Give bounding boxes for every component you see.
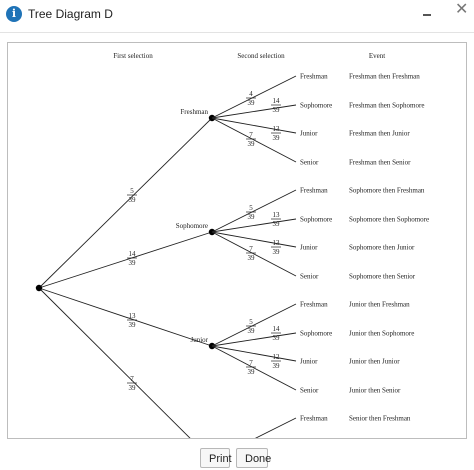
second-branch-line [211,345,297,391]
root-node-dot [35,284,43,292]
second-branch-line [211,231,297,248]
second-node-label: Sophomore [300,102,332,110]
first-branch-probability-denominator: 39 [129,384,137,392]
second-node-label: Junior [300,244,318,252]
second-node-label: Junior [300,358,318,366]
first-branch-probability-numerator: 13 [129,312,137,320]
info-icon: i [6,6,22,22]
second-branch-line [211,104,297,119]
event-label: Junior then Sophomore [349,330,414,338]
second-node-label: Freshman [300,301,328,309]
title-bar: i Tree Diagram D ✕ [0,0,474,33]
second-branch-probability-denominator: 39 [273,220,281,228]
first-branch-probability-numerator: 14 [129,250,137,258]
second-node-label: Senior [300,159,319,167]
second-branch-probability-denominator: 39 [273,334,281,342]
second-branch-probability-numerator: 7 [249,245,253,253]
header-first-selection: First selection [113,52,153,60]
second-node-label: Senior [300,273,319,281]
second-branch-probability-denominator: 39 [248,327,256,335]
tree-diagram: First selection Second selection Event 5… [35,52,429,438]
first-branch-probability-denominator: 39 [129,259,137,267]
event-label: Senior then Freshman [349,415,411,423]
event-label: Freshman then Sophomore [349,102,424,110]
second-branch-probability-numerator: 7 [249,359,253,367]
first-branch-probability-numerator: 7 [130,375,134,383]
event-label: Junior then Senior [349,387,401,395]
second-branch-probability-denominator: 39 [248,213,256,221]
event-label: Sophomore then Senior [349,273,416,281]
first-node-label: Junior [191,336,209,344]
second-branch-line [211,189,297,233]
second-node-label: Freshman [300,415,328,423]
second-branch-probability-numerator: 13 [273,239,281,247]
minimize-icon[interactable] [422,7,434,21]
first-branch-probability-denominator: 39 [129,196,137,204]
second-branch-line [211,117,297,163]
first-branch-line [38,287,213,347]
first-node-label: Sophomore [176,222,208,230]
second-branch-line [211,345,297,362]
first-branch-line [38,117,213,289]
event-label: Junior then Freshman [349,301,410,309]
second-branch-probability-denominator: 39 [273,248,281,256]
first-branch-line [38,231,213,289]
second-branch-probability-numerator: 13 [273,125,281,133]
second-branch-line [211,218,297,233]
second-branch-probability-numerator: 14 [273,325,281,333]
header-second-selection: Second selection [237,52,285,60]
first-node-label: Freshman [180,108,208,116]
second-branch-probability-numerator: 7 [249,131,253,139]
event-label: Junior then Junior [349,358,400,366]
second-branch-probability-numerator: 14 [273,97,281,105]
second-branch-line [211,231,297,277]
second-branch-line [254,417,297,438]
print-button[interactable]: Print [200,448,232,468]
event-label: Freshman then Junior [349,130,410,138]
second-branch-line [211,332,297,347]
tree-diagram-panel: First selection Second selection Event 5… [7,42,467,439]
event-label: Freshman then Senior [349,159,411,167]
second-branch-probability-denominator: 39 [248,140,256,148]
first-branch-probability-denominator: 39 [129,321,137,329]
second-node-label: Senior [300,387,319,395]
second-node-label: Sophomore [300,216,332,224]
event-label: Sophomore then Junior [349,244,415,252]
second-branch-probability-denominator: 39 [273,134,281,142]
header-event: Event [369,52,385,60]
second-node-label: Freshman [300,187,328,195]
second-branch-probability-denominator: 39 [248,99,256,107]
first-branch-line [38,287,191,438]
second-branch-probability-denominator: 39 [273,106,281,114]
second-branch-probability-numerator: 13 [273,211,281,219]
second-branch-line [211,303,297,347]
event-label: Sophomore then Sophomore [349,216,429,224]
second-branch-probability-denominator: 39 [248,254,256,262]
second-branch-line [211,117,297,134]
second-node-label: Sophomore [300,330,332,338]
second-branch-probability-numerator: 4 [249,90,253,98]
close-icon[interactable]: ✕ [455,1,469,18]
second-branch-probability-denominator: 39 [248,368,256,376]
second-branch-probability-denominator: 39 [273,362,281,370]
second-branch-line [211,75,297,119]
window-title: Tree Diagram D [28,7,113,21]
event-label: Sophomore then Freshman [349,187,425,195]
second-branch-probability-numerator: 5 [249,318,253,326]
done-button[interactable]: Done [236,448,271,468]
second-branch-probability-numerator: 5 [249,204,253,212]
second-branch-probability-numerator: 12 [273,353,281,361]
event-label: Freshman then Freshman [349,73,420,81]
second-node-label: Junior [300,130,318,138]
first-branch-probability-numerator: 5 [130,187,134,195]
second-node-label: Freshman [300,73,328,81]
